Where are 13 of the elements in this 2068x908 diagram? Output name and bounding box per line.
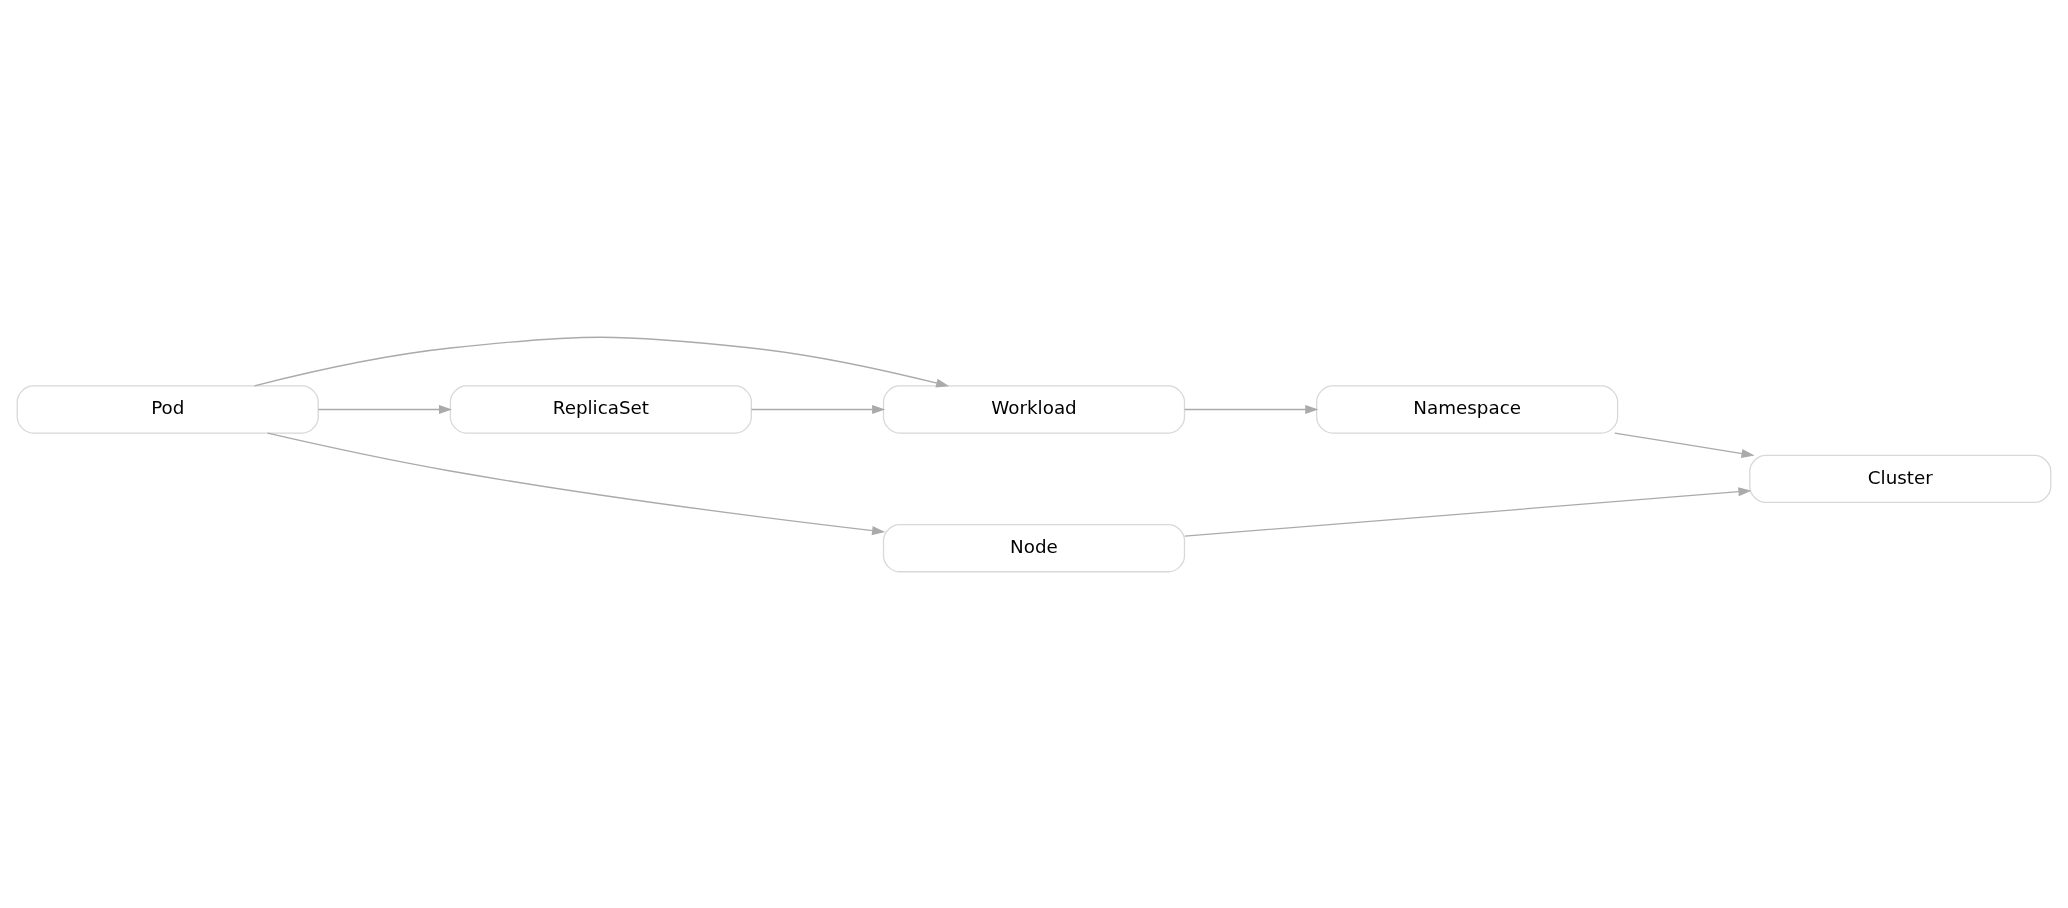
arrow [1184,486,1752,537]
arrow [266,432,886,535]
arrow [750,404,886,414]
node-box: ReplicaSet [449,384,752,434]
node-box: Node [882,523,1186,572]
node-box: Pod [16,384,319,434]
node-box: Workload [882,384,1186,434]
node-box: Namespace [1316,384,1619,434]
arrow [253,336,950,388]
node-box: Cluster [1749,454,2052,503]
arrow [1614,431,1755,458]
arrow [317,404,453,414]
arrow [1184,404,1319,414]
